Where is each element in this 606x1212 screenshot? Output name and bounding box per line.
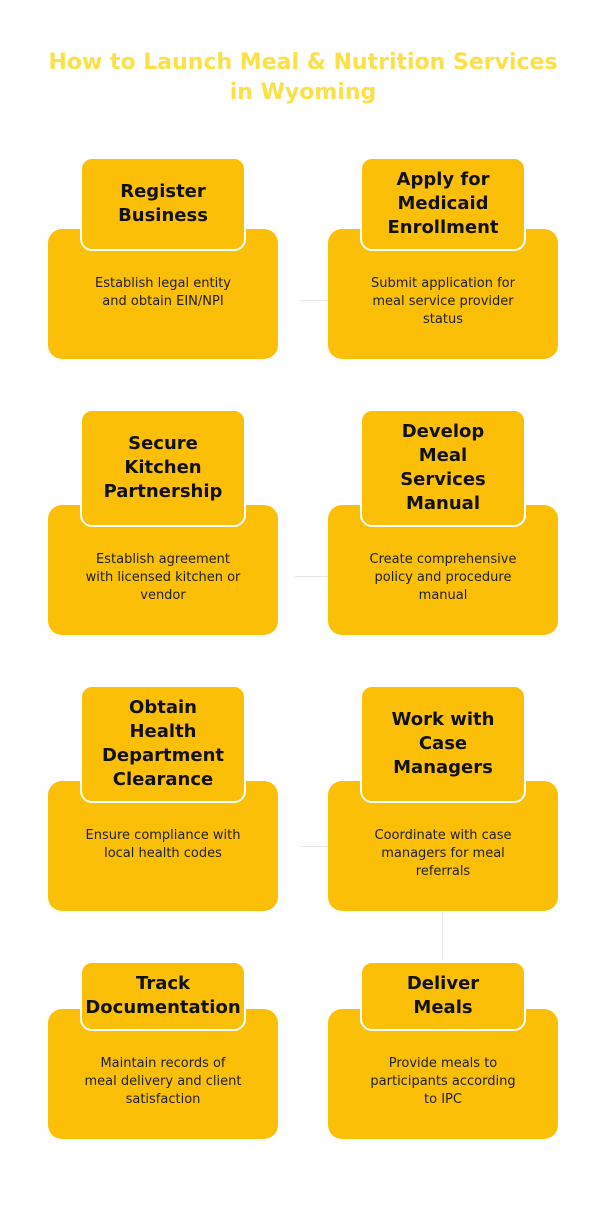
connector-right-vertical [442,912,443,960]
title-line: Clearance [112,769,214,790]
title-line: Deliver [406,973,480,994]
title-line: Health [129,721,197,742]
desc-line: Coordinate with case [374,828,512,843]
step-description: Create comprehensive policy and procedur… [348,551,538,605]
title-line: Apply for [396,169,490,190]
step-header: Secure Kitchen Partnership [80,409,246,527]
desc-line: and obtain EIN/NPI [102,294,224,309]
title-line-2: in Wyoming [229,80,377,105]
desc-line: vendor [140,588,186,603]
step-card-1: Establish legal entity and obtain EIN/NP… [48,157,278,359]
step-title: Apply for Medicaid Enrollment [387,168,498,240]
step-card-6: Coordinate with case managers for meal r… [328,685,558,911]
step-description: Establish agreement with licensed kitche… [68,551,258,605]
step-header: Deliver Meals [360,961,526,1031]
title-line: Meal [418,445,468,466]
step-header: Work with Case Managers [360,685,526,803]
step-card-5: Ensure compliance with local health code… [48,685,278,911]
desc-line: participants according [370,1074,516,1089]
desc-line: Create comprehensive [369,552,517,567]
step-header: Obtain Health Department Clearance [80,685,246,803]
desc-line: Provide meals to [388,1056,498,1071]
desc-line: with licensed kitchen or [85,570,241,585]
connector-row3 [300,846,328,847]
title-line: Medicaid [397,193,489,214]
step-header: Develop Meal Services Manual [360,409,526,527]
desc-line: status [423,312,463,327]
step-header: Apply for Medicaid Enrollment [360,157,526,251]
title-line: Department [101,745,225,766]
desc-line: Maintain records of [100,1056,226,1071]
title-line: Manual [405,493,480,514]
step-body: Submit application for meal service prov… [328,229,558,359]
step-title: Deliver Meals [407,972,479,1020]
title-line: Secure [128,433,198,454]
step-title: Develop Meal Services Manual [400,420,486,516]
step-card-8: Provide meals to participants according … [328,961,558,1161]
desc-line: local health codes [104,846,222,861]
step-header: Register Business [80,157,246,251]
desc-line: meal delivery and client [84,1074,242,1089]
title-line: Obtain [129,697,197,718]
desc-line: meal service provider [372,294,514,309]
desc-line: Submit application for [371,276,515,291]
title-line: Kitchen [124,457,202,478]
desc-line: Ensure compliance with [85,828,241,843]
step-title: Work with Case Managers [392,708,495,780]
desc-line: referrals [415,864,471,879]
desc-line: satisfaction [125,1092,201,1107]
title-line: Services [400,469,486,490]
title-line: Enrollment [387,217,499,238]
title-line: Documentation [85,997,241,1018]
desc-line: manual [418,588,468,603]
title-line: Work with [391,709,495,730]
connector-row2 [295,576,330,577]
title-line-1: How to Launch Meal & Nutrition Services [48,50,558,75]
step-description: Establish legal entity and obtain EIN/NP… [68,275,258,311]
title-line: Managers [393,757,493,778]
step-description: Ensure compliance with local health code… [68,827,258,863]
title-line: Case [418,733,468,754]
step-title: Obtain Health Department Clearance [102,696,224,792]
step-header: Track Documentation [80,961,246,1031]
title-line: Meals [413,997,473,1018]
step-description: Submit application for meal service prov… [348,275,538,329]
page-title: How to Launch Meal & Nutrition Services … [0,48,606,108]
desc-line: Establish legal entity [95,276,231,291]
step-card-2: Submit application for meal service prov… [328,157,558,359]
connector-row1 [300,300,330,301]
title-line: Business [118,205,208,226]
desc-line: managers for meal [381,846,505,861]
title-line: Register [120,181,206,202]
step-description: Maintain records of meal delivery and cl… [68,1055,258,1109]
step-card-4: Create comprehensive policy and procedur… [328,409,558,635]
step-description: Coordinate with case managers for meal r… [348,827,538,881]
step-card-7: Maintain records of meal delivery and cl… [48,961,278,1161]
step-title: Track Documentation [85,972,240,1020]
desc-line: Establish agreement [96,552,230,567]
title-line: Partnership [103,481,223,502]
desc-line: policy and procedure [374,570,512,585]
step-title: Register Business [118,180,208,228]
title-line: Develop [401,421,485,442]
step-description: Provide meals to participants according … [348,1055,538,1109]
desc-line: to IPC [424,1092,462,1107]
title-line: Track [136,973,190,994]
step-card-3: Establish agreement with licensed kitche… [48,409,278,635]
step-title: Secure Kitchen Partnership [104,432,223,504]
